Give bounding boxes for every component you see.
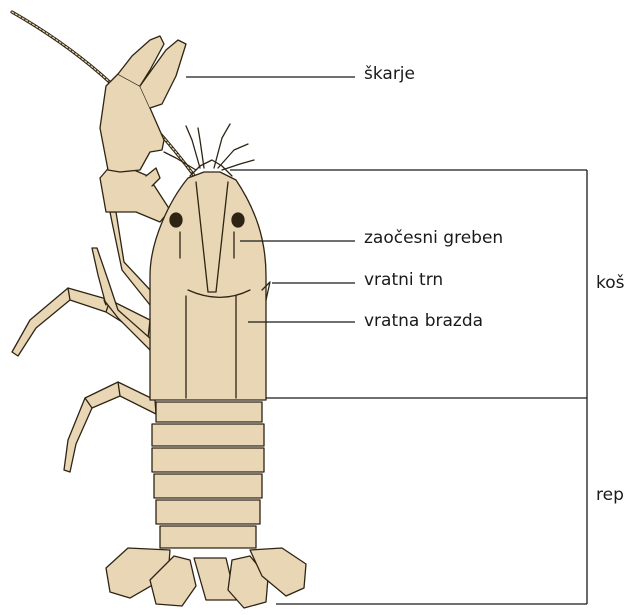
label-tail: rep xyxy=(596,485,624,505)
carapace xyxy=(150,160,270,400)
claw-arm xyxy=(100,36,186,222)
tail-fan xyxy=(106,548,306,608)
label-carapace: koš xyxy=(596,273,625,293)
label-neck-spine: vratni trn xyxy=(364,270,443,290)
walking-legs xyxy=(12,212,156,472)
antenna xyxy=(12,12,196,178)
antennules xyxy=(164,124,254,170)
label-claws: škarje xyxy=(364,64,415,84)
abdomen xyxy=(152,402,264,548)
label-neck-groove: vratna brazda xyxy=(364,311,483,331)
label-eye-ridge: zaočesni greben xyxy=(364,228,503,248)
